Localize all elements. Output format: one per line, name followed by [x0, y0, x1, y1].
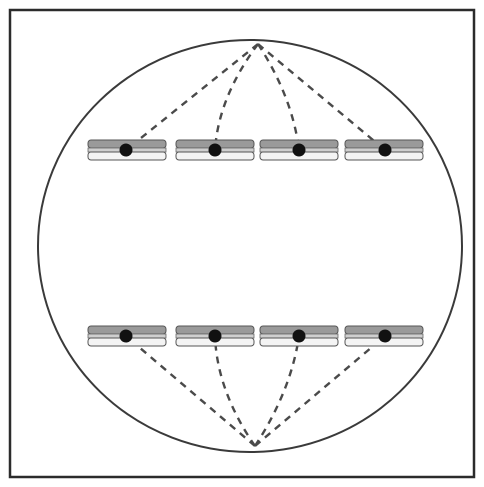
chromosome-top-1	[88, 140, 166, 160]
kinetochore	[293, 144, 306, 157]
chromosome-top-2	[176, 140, 254, 160]
kinetochore	[379, 144, 392, 157]
chromosome-bottom-2	[176, 326, 254, 346]
kinetochore	[120, 144, 133, 157]
chromosome-top-4	[345, 140, 423, 160]
chromosome-bottom-3	[260, 326, 338, 346]
kinetochore	[209, 144, 222, 157]
chromosome-top-3	[260, 140, 338, 160]
kinetochore	[379, 330, 392, 343]
chromosome-bottom-4	[345, 326, 423, 346]
figure-frame	[10, 10, 474, 477]
chromosome-bottom-1	[88, 326, 166, 346]
kinetochore	[120, 330, 133, 343]
kinetochore	[293, 330, 306, 343]
kinetochore	[209, 330, 222, 343]
